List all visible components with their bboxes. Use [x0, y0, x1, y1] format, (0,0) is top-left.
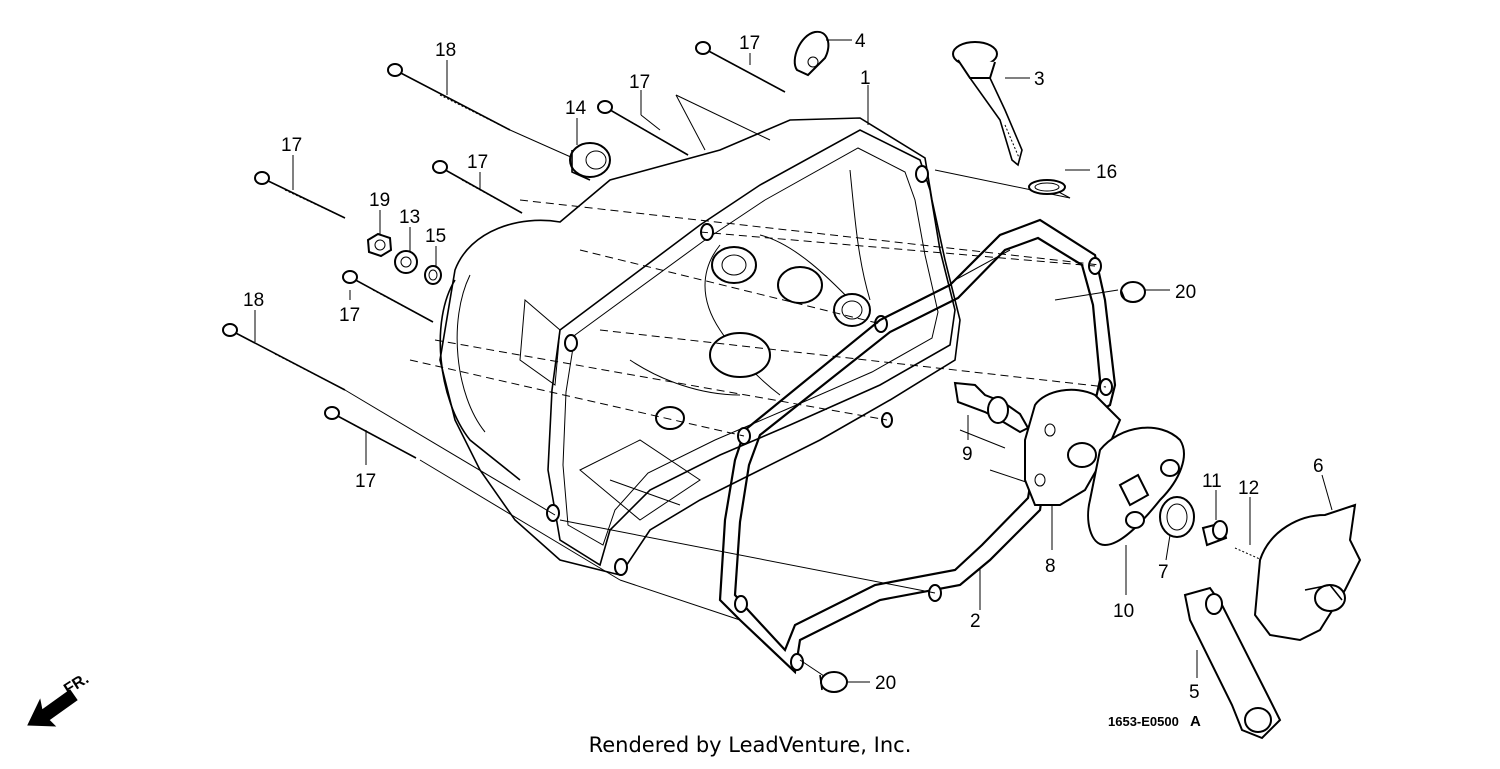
bolt-18-top — [387, 63, 511, 131]
callout-15: 15 — [425, 226, 446, 247]
cam-6 — [1253, 503, 1362, 642]
bolt-17-top-right — [695, 41, 786, 93]
plate-10 — [1087, 426, 1185, 547]
callout-13: 13 — [399, 207, 420, 228]
washer-13 — [394, 250, 418, 274]
plate-8 — [1024, 388, 1122, 506]
footer-credit: Rendered by LeadVenture, Inc. — [588, 733, 912, 757]
crankcase-cover — [439, 117, 961, 576]
bolt-17-mid — [432, 160, 523, 214]
callout-labels: 1 2 3 4 5 6 7 8 9 10 11 12 13 14 15 16 1… — [243, 31, 1324, 703]
callout-17-c: 17 — [281, 135, 302, 156]
front-direction-arrow: FR. — [27, 670, 92, 727]
bolts — [222, 41, 786, 459]
callout-17-f: 17 — [355, 471, 376, 492]
callout-17-e: 17 — [339, 305, 360, 326]
small-parts — [366, 30, 1362, 740]
lever-5 — [1183, 586, 1282, 740]
diagram-code-suffix: A — [1190, 713, 1201, 730]
stud-9 — [953, 381, 1030, 434]
dowel-20-top — [1120, 281, 1146, 303]
callout-12: 12 — [1238, 478, 1259, 499]
oring-15 — [424, 265, 442, 285]
callout-11: 11 — [1202, 471, 1222, 492]
callout-2: 2 — [970, 611, 981, 632]
bolt-17-center — [597, 100, 689, 156]
callout-18-a: 18 — [435, 40, 456, 61]
callout-14: 14 — [565, 98, 587, 119]
bolt-18-bottom — [222, 323, 346, 391]
callout-5: 5 — [1189, 682, 1200, 703]
callout-17-a: 17 — [739, 33, 760, 54]
callout-8: 8 — [1045, 556, 1056, 577]
callout-20-b: 20 — [875, 673, 896, 694]
callout-7: 7 — [1158, 562, 1169, 583]
callout-17-b: 17 — [629, 72, 650, 93]
leader-lines — [254, 39, 1333, 683]
bolt-17-bottom — [324, 406, 417, 459]
callout-6: 6 — [1313, 456, 1324, 477]
spring-12 — [1234, 547, 1263, 561]
bolt-17-left-lower — [342, 270, 434, 323]
oring-16 — [1028, 179, 1066, 195]
bolt-17-left-upper — [254, 171, 346, 219]
clip-7 — [1159, 496, 1195, 538]
callout-17-d: 17 — [467, 152, 488, 173]
diagram-code: 1653-E0500 — [1108, 714, 1179, 729]
callout-18-b: 18 — [243, 290, 264, 311]
callout-4: 4 — [855, 31, 866, 52]
callout-3: 3 — [1034, 69, 1045, 90]
dipstick-3 — [952, 41, 1023, 167]
callout-9: 9 — [962, 444, 973, 465]
bearing-14 — [569, 142, 611, 181]
callout-19: 19 — [369, 190, 390, 211]
dowel-20-bottom — [819, 671, 848, 693]
callout-16: 16 — [1096, 162, 1117, 183]
clamp-4 — [793, 30, 830, 77]
collar-11 — [1201, 520, 1228, 547]
callout-20-a: 20 — [1175, 282, 1196, 303]
nut-19 — [366, 232, 393, 258]
callout-1: 1 — [860, 68, 871, 89]
callout-10: 10 — [1113, 601, 1134, 622]
